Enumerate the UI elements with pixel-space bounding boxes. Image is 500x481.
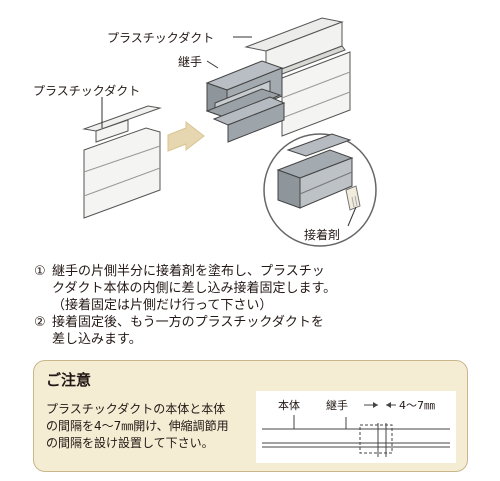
step-1-number: ①	[34, 264, 46, 279]
joint-piece	[205, 60, 286, 143]
step-1-text: 継手の片側半分に接着剤を塗布し、プラスチッ	[52, 264, 325, 279]
insert-arrow	[167, 120, 205, 152]
diagram-label-body: 本体	[278, 399, 300, 412]
left-duct	[82, 105, 162, 219]
step-1-line-1: ① 継手の片側半分に接着剤を塗布し、プラスチッ	[34, 263, 474, 280]
upper-duct-assembly	[244, 17, 351, 137]
diagram-label-joint: 継手	[326, 399, 348, 412]
step-2-line-2: 差し込みます。	[52, 332, 142, 347]
step-2-line-1: ② 接着固定後、もう一方のプラスチックダクトを	[34, 314, 474, 331]
label-adhesive: 接着剤	[304, 228, 341, 242]
step-1-line-3: （接着固定は片側だけ行って下さい）	[52, 298, 273, 313]
caution-line-2: の間隔を4〜7㎜開け、伸縮調節用	[46, 419, 229, 433]
label-duct-top: プラスチックダクト	[107, 31, 215, 45]
caution-body: プラスチックダクトの本体と本体 の間隔を4〜7㎜開け、伸縮調節用 の間隔を設け設…	[46, 401, 229, 452]
label-joint: 継手	[178, 55, 203, 69]
caution-line-3: の間隔を設け設置して下さい。	[46, 436, 214, 450]
label-duct-left: プラスチックダクト	[33, 84, 141, 98]
procedure-steps: ① 継手の片側半分に接着剤を塗布し、プラスチッ クダクト本体の内側に差し込み接着…	[34, 263, 474, 348]
gap-diagram-drawing	[262, 402, 450, 457]
gap-diagram: 本体 継手 4〜7㎜	[256, 391, 456, 463]
caution-box: ご注意 プラスチックダクトの本体と本体 の間隔を4〜7㎜開け、伸縮調節用 の間隔…	[33, 360, 468, 472]
caution-line-1: プラスチックダクトの本体と本体	[46, 402, 226, 416]
caution-title: ご注意	[46, 371, 92, 389]
step-2-text: 接着固定後、もう一方のプラスチックダクトを	[52, 315, 324, 330]
step-2-number: ②	[34, 315, 46, 330]
detail-circle	[263, 133, 377, 247]
diagram-label-gap: 4〜7㎜	[399, 399, 435, 412]
step-1-line-2: クダクト本体の内側に差し込み接着固定します。	[52, 281, 337, 296]
